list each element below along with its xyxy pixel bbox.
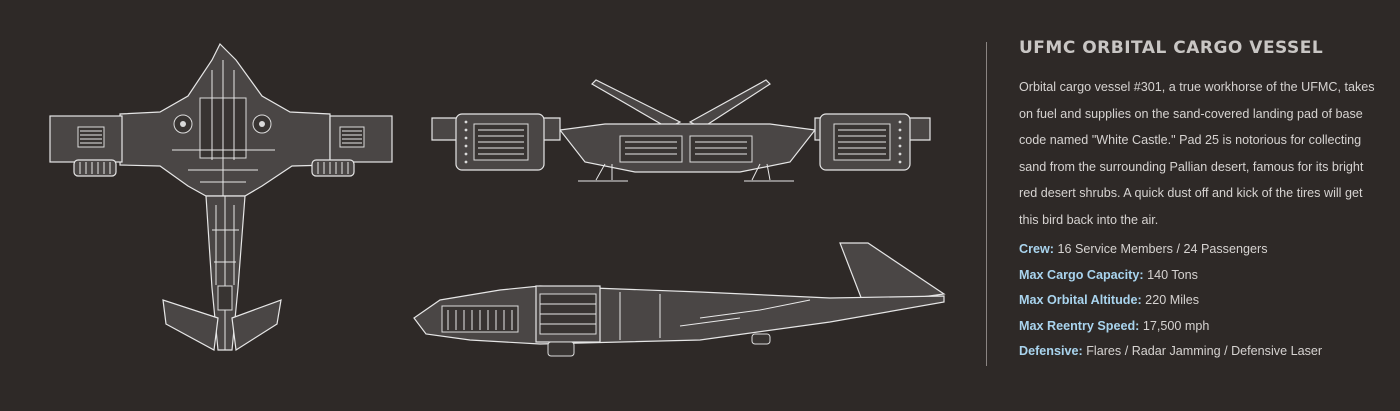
spec-value: 140 Tons (1143, 267, 1198, 282)
spec-label: Max Cargo Capacity: (1019, 267, 1144, 282)
ship-top-view (49, 42, 393, 352)
spec-label: Defensive: (1019, 344, 1083, 359)
spec-max-cargo-capacity: Max Cargo Capacity: 140 Tons (1019, 263, 1379, 289)
ship-side-view (413, 242, 946, 357)
vessel-description: Orbital cargo vessel #301, a true workho… (1019, 80, 1375, 227)
vessel-title: UFMC ORBITAL CARGO VESSEL (1019, 38, 1324, 58)
spec-max-reentry-speed: Max Reentry Speed: 17,500 mph (1019, 314, 1379, 340)
vessel-info-panel: UFMC ORBITAL CARGO VESSEL Orbital cargo … (1019, 38, 1379, 365)
spec-value: Flares / Radar Jamming / Defensive Laser (1082, 344, 1323, 359)
section-divider (986, 42, 987, 366)
spec-label: Max Orbital Altitude: (1019, 293, 1142, 308)
spec-value: 220 Miles (1141, 293, 1200, 308)
ship-blueprint-illustration (49, 42, 946, 357)
spec-value: 16 Service Members / 24 Passengers (1054, 242, 1268, 256)
spec-value: 17,500 mph (1139, 318, 1210, 333)
spec-list: Crew: 16 Service Members / 24 Passengers… (1019, 237, 1379, 365)
ship-front-view (431, 79, 931, 182)
spec-label: Crew: (1019, 242, 1054, 256)
spec-max-orbital-altitude: Max Orbital Altitude: 220 Miles (1019, 288, 1379, 314)
spec-label: Max Reentry Speed: (1019, 318, 1140, 333)
spec-defensive: Defensive: Flares / Radar Jamming / Defe… (1019, 339, 1379, 365)
spec-crew: Crew: 16 Service Members / 24 Passengers (1019, 237, 1379, 263)
